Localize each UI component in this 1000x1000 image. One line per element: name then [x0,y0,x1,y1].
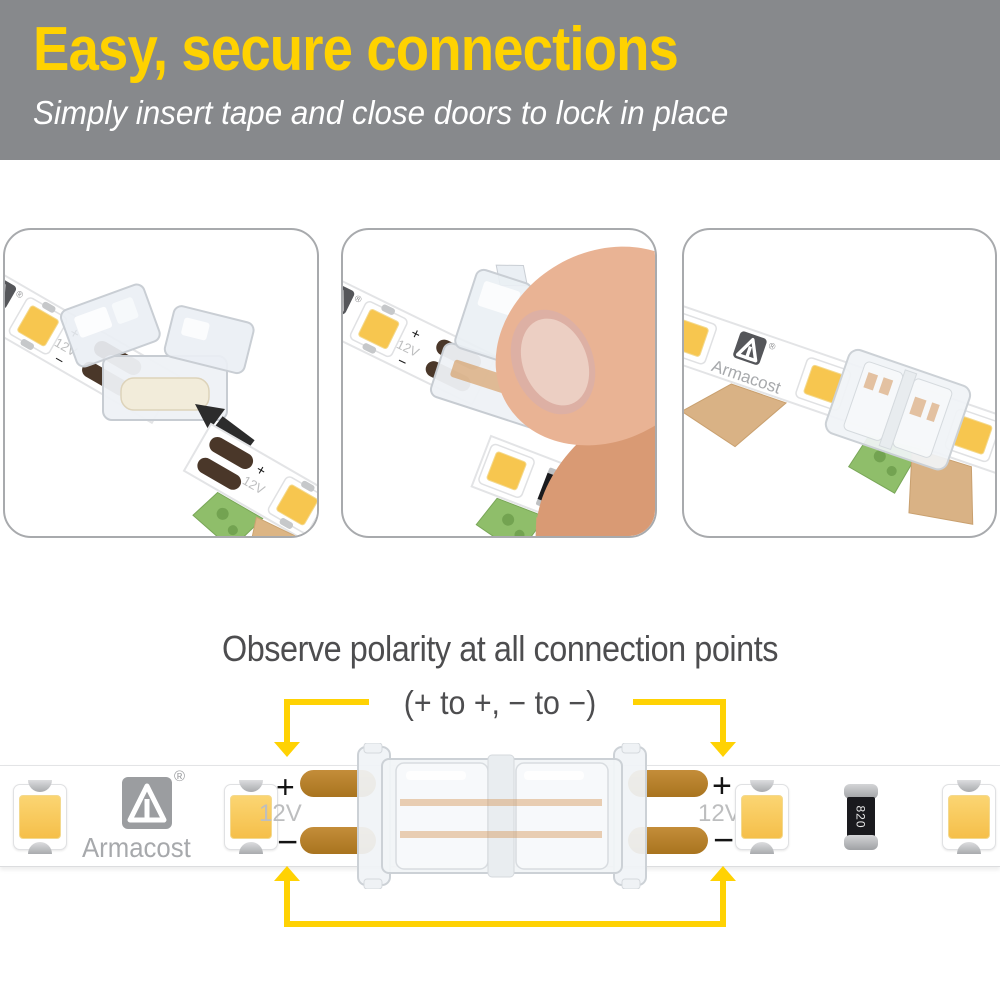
adhesive-tape [244,516,306,536]
step-panel-insert: ® cost + 12V − [3,228,319,538]
armacost-logo-icon [122,777,172,829]
led-strip-right: + 12V [182,422,317,536]
led-chip [224,780,278,854]
press-step-illustration: ® cost + 12V − [343,246,655,536]
bracket-line [720,699,726,743]
minus-mark: − [277,821,299,862]
voltage-label: 12V [698,800,741,827]
led-chip [267,476,317,534]
step-panel-locked: ® Armacost [682,228,997,538]
svg-text:®: ® [353,293,364,305]
strip-connector-closed [357,743,647,889]
green-backing [475,497,547,536]
up-arrow-icon [274,866,300,881]
bracket-line [284,699,369,705]
led-chip [735,780,789,854]
bracket-line [284,921,726,927]
connector-open [59,283,255,421]
insert-arrow-icon [195,404,255,450]
led-chip [8,297,68,355]
up-arrow-icon [710,866,736,881]
minus-mark: − [713,819,735,860]
connector-closed [824,348,972,471]
resistor: 820 [844,784,878,850]
led-strip-diagram: ® Armacost + 12V − + 12V − 820 [0,743,1000,889]
led-chip [478,443,535,499]
svg-text:®: ® [767,340,777,352]
step-panel-press: ® cost + 12V − [341,228,657,538]
resistor-value: 820 [854,805,868,829]
led-chip [942,780,996,854]
bracket-line [633,699,726,705]
bracket-line [720,881,726,927]
joined-led-strip: ® Armacost [684,292,995,525]
armacost-logo-icon [735,337,758,363]
page-subtitle: Simply insert tape and close doors to lo… [33,94,729,131]
led-chip [13,780,67,854]
adhesive-tape [684,383,788,448]
voltage-label: 12V [259,800,302,827]
thumb-pressing [495,246,655,536]
registered-mark: ® [174,768,186,785]
header-banner: Easy, secure connections Simply insert t… [0,0,1000,160]
led-chip [349,301,408,358]
bracket-line [284,699,290,743]
locked-step-illustration: ® Armacost [684,292,995,525]
page-title: Easy, secure connections [33,15,679,84]
plus-mark: + [276,769,295,805]
polarity-headline: Observe polarity at all connection point… [221,628,779,669]
polarity-note: (+ to +, − to −) [403,684,597,721]
green-backing [192,491,264,536]
insert-step-illustration: ® cost + 12V − [5,244,317,536]
down-arrow-icon [274,742,300,757]
adhesive-tape [908,447,974,525]
brand-label: Armacost [82,832,191,863]
svg-text:®: ® [14,288,25,300]
bracket-line [284,881,290,927]
down-arrow-icon [710,742,736,757]
led-chip [684,310,717,365]
plus-mark: + [712,767,732,805]
